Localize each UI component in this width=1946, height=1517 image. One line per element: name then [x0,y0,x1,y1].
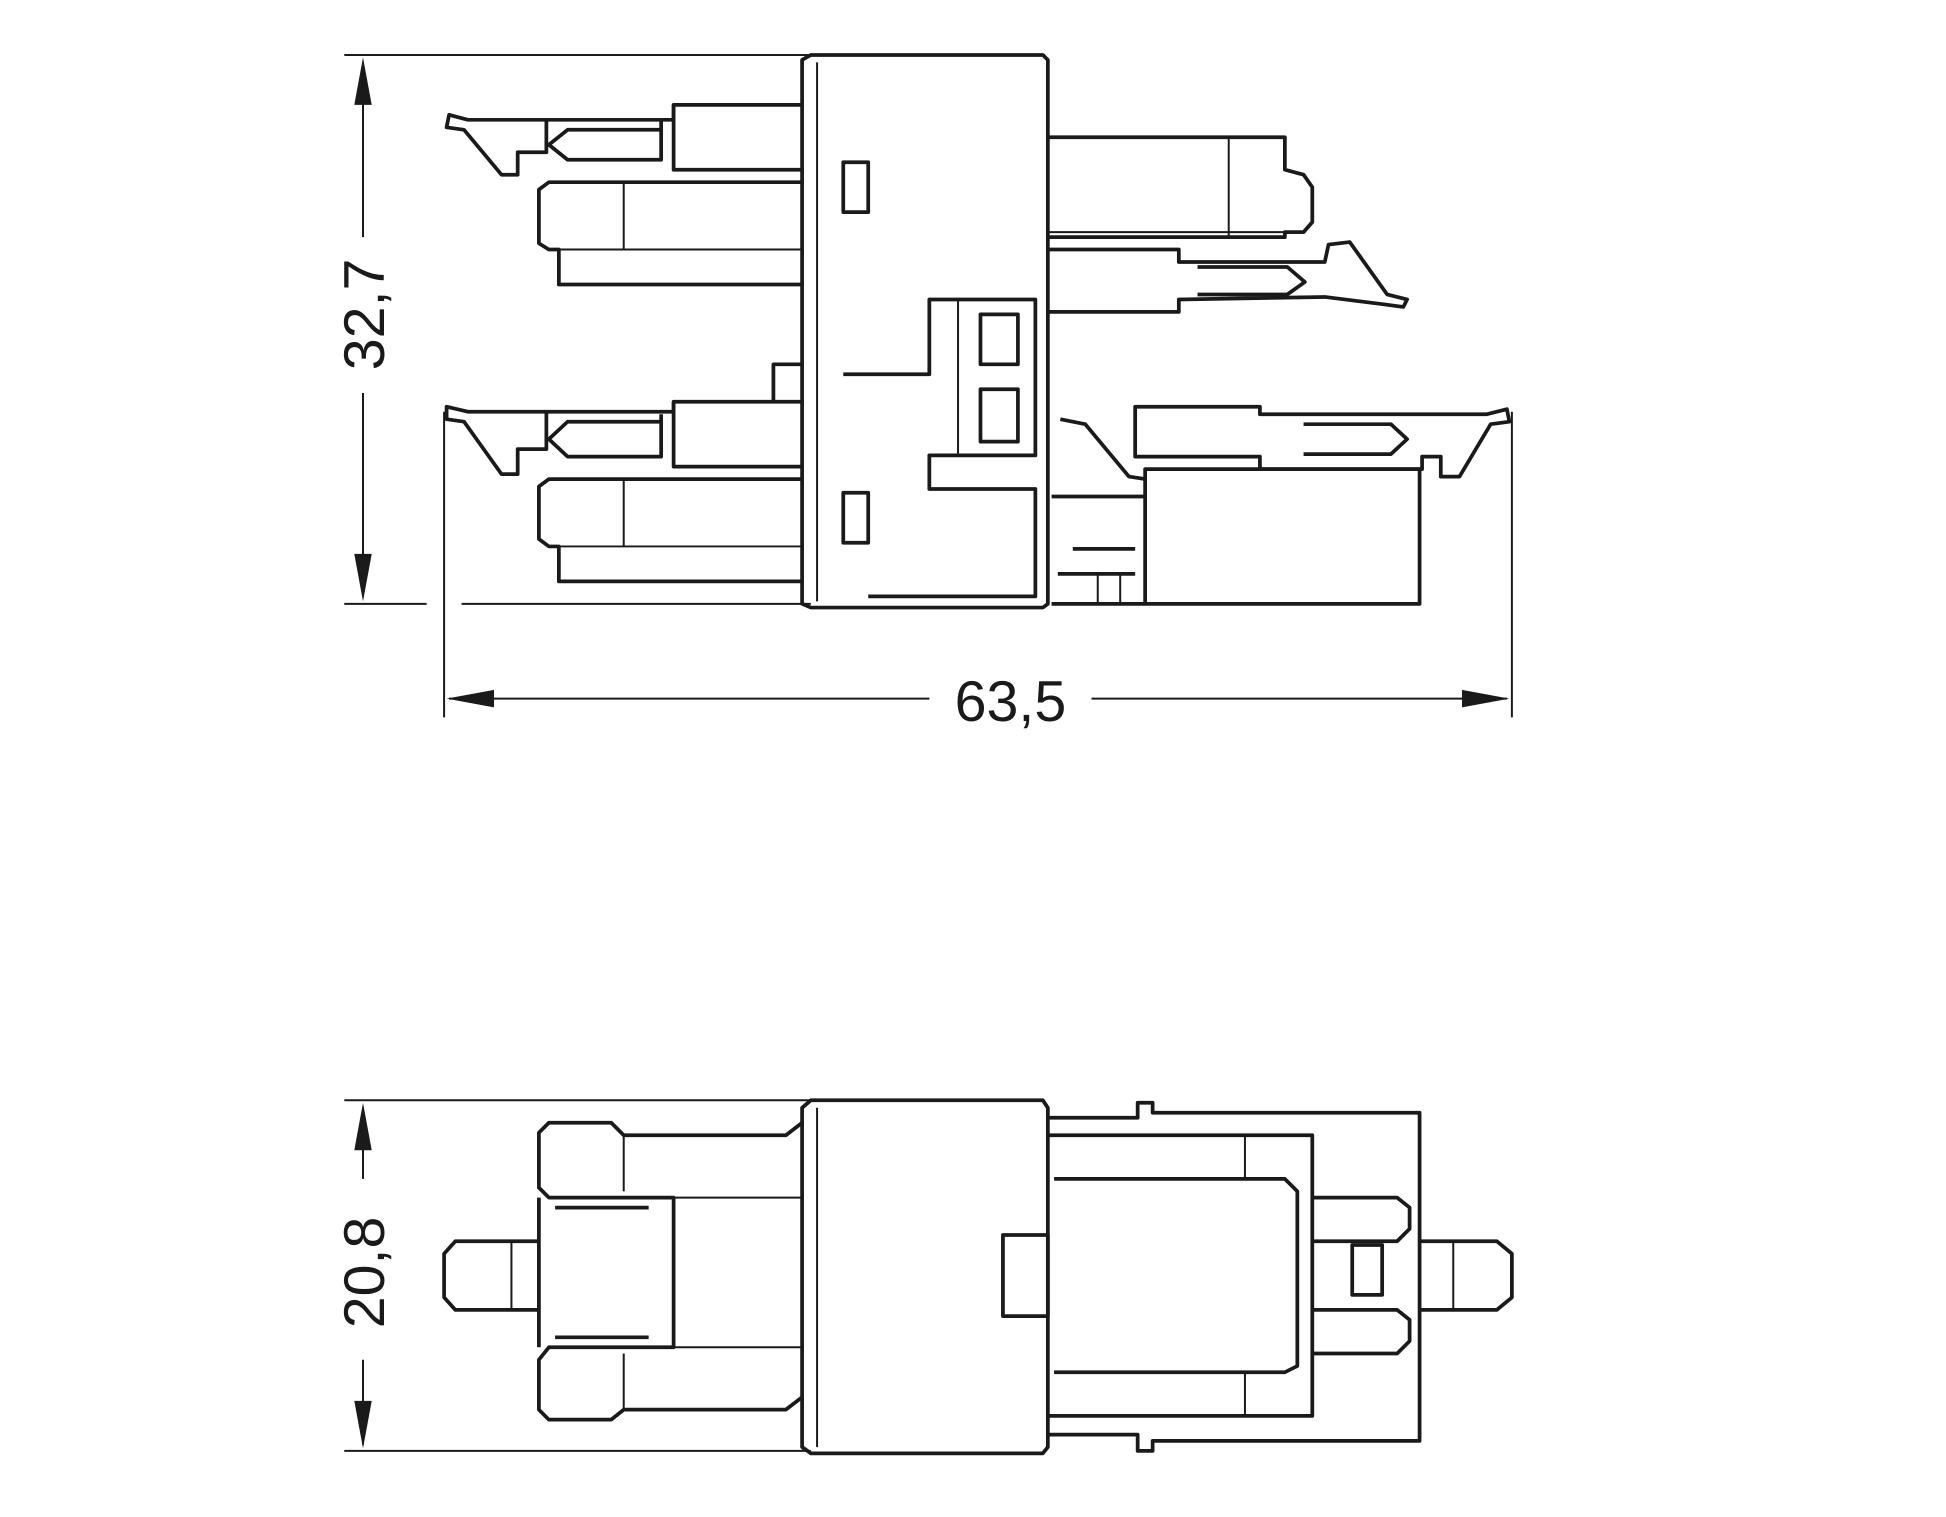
width-dimension-line: 63,5 [446,670,1510,734]
height-dimension-line: 32,7 [333,57,397,602]
side-view: 32,7 63,5 [333,53,1513,734]
top-view: 20,8 [333,1098,1514,1456]
height-dimension-label: 32,7 [333,259,397,371]
top-view-height-dimension-line: 20,8 [333,1102,397,1449]
width-dimension-label: 63,5 [955,670,1067,734]
top-view-height-dimension-label: 20,8 [333,1217,397,1329]
